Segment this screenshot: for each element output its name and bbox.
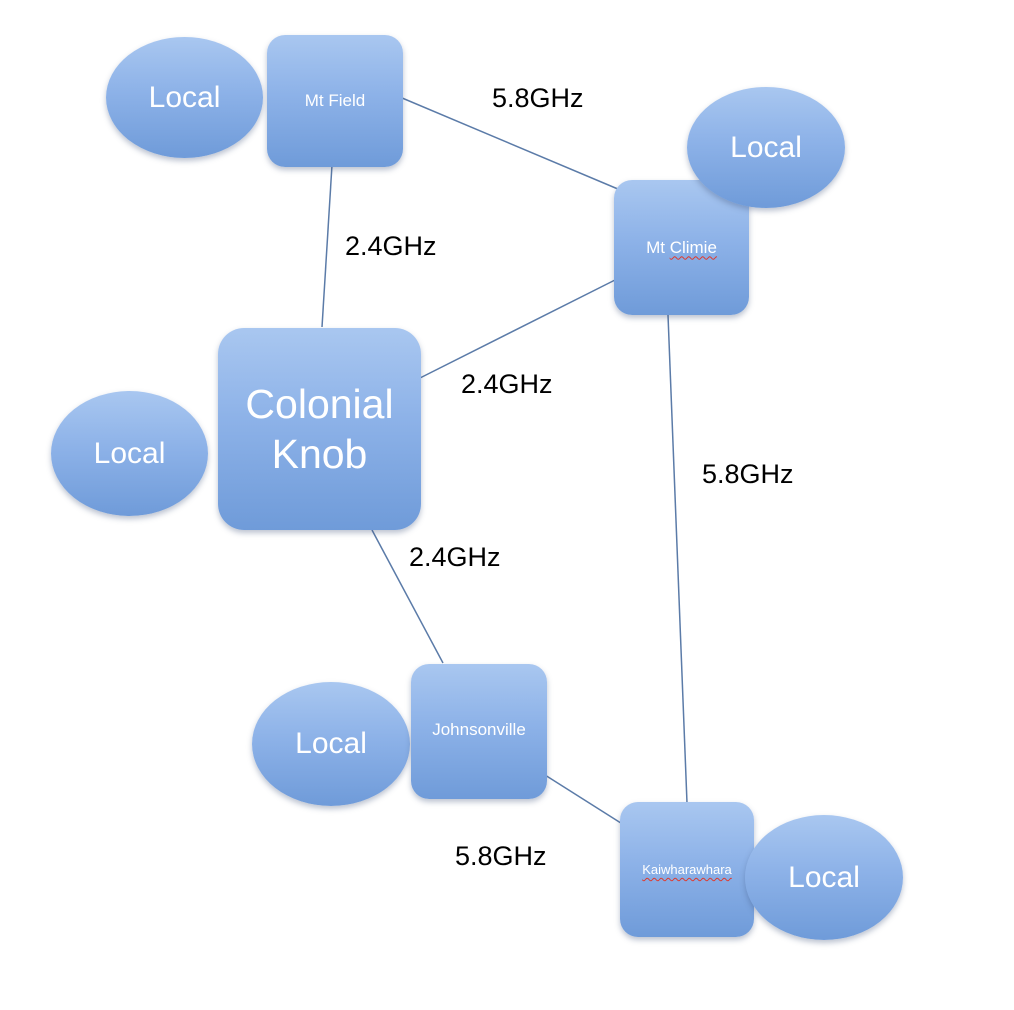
node-label: Mt Field <box>304 91 366 110</box>
link-mt-field-mt-climie <box>394 94 626 193</box>
node-label-line1: Colonial <box>245 381 394 427</box>
node-label-line2: Knob <box>271 431 368 477</box>
local-colonial-knob: Local <box>51 391 208 516</box>
local-label: Local <box>93 436 166 470</box>
link-mt-field-colonial-knob <box>321 164 333 328</box>
local-label: Local <box>730 130 802 164</box>
freq-mt-field-colonial-knob: 2.4GHz <box>345 231 437 261</box>
node-colonial-knob: Colonial Knob <box>218 328 421 530</box>
freq-mt-climie-kaiwharawhara: 5.8GHz <box>702 459 794 489</box>
node-mt-field: Mt Field <box>267 35 403 167</box>
node-label: Johnsonville <box>432 720 526 739</box>
node-johnsonville: Johnsonville <box>411 664 547 799</box>
link-mt-climie-kaiwharawhara <box>667 314 688 804</box>
node-label: Mt Climie <box>646 237 717 257</box>
freq-johnsonville-kaiwharawhara: 5.8GHz <box>455 841 547 871</box>
local-label: Local <box>295 727 367 760</box>
local-mt-field: Local <box>106 37 263 158</box>
node-kaiwharawhara: Kaiwharawhara <box>620 802 754 937</box>
freq-colonial-knob-mt-climie: 2.4GHz <box>461 369 553 399</box>
link-johnsonville-kaiwharawhara <box>544 774 625 826</box>
link-colonial-knob-mt-climie <box>419 279 616 379</box>
local-label: Local <box>788 860 860 894</box>
local-kaiwharawhara: Local <box>745 815 903 940</box>
link-colonial-knob-johnsonville <box>371 529 444 664</box>
node-label: Kaiwharawhara <box>642 862 732 877</box>
local-label: Local <box>148 80 221 114</box>
freq-mt-field-mt-climie: 5.8GHz <box>492 83 584 113</box>
local-johnsonville: Local <box>252 682 410 806</box>
local-mt-climie: Local <box>687 87 845 208</box>
freq-colonial-knob-johnsonville: 2.4GHz <box>409 542 501 572</box>
misspelled-word: Climie <box>669 237 717 257</box>
node-mt-climie: Mt Climie <box>614 180 749 315</box>
